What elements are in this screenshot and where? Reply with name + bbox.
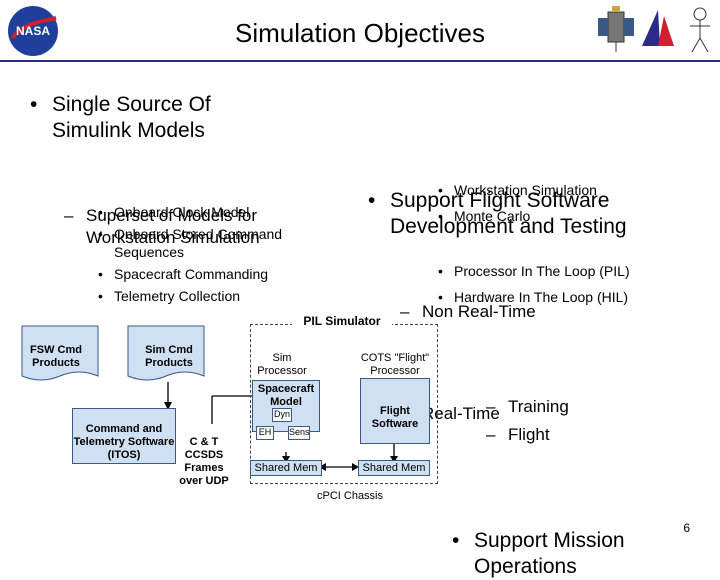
sens-box: Sens	[288, 426, 310, 440]
rt-item: •Hardware In The Loop (HIL)	[438, 289, 629, 305]
right-bullet: •Support Flight Software Development and…	[368, 189, 627, 238]
nrt-items: •Workstation Simulation •Monte Carlo	[438, 181, 678, 225]
mission-logo-icon	[638, 6, 678, 50]
arrow-head	[319, 463, 326, 471]
satellite-icon	[596, 4, 636, 54]
fsw-doc-shape	[21, 325, 99, 381]
nasa-logo: NASA	[6, 4, 60, 58]
person-sketch-icon	[684, 4, 716, 56]
left-item: •Telemetry Collection	[98, 288, 241, 304]
eh-box: EH	[256, 426, 274, 440]
left-item: •Onboard Clock Model	[98, 204, 250, 220]
mission-bullet-text: Support Mission Operations	[474, 529, 625, 578]
fsw-cmd-products: FSW Cmd Products	[30, 344, 82, 369]
mission-items: –Training –Flight	[486, 396, 636, 446]
cpci-chassis-label: cPCI Chassis	[316, 490, 384, 502]
pil-simulator-title: PIL Simulator	[292, 314, 392, 328]
shared-mem-left: Shared Mem	[250, 460, 322, 476]
spacecraft-model-label: Spacecraft Model	[257, 383, 315, 408]
ct-frames-label: C & T CCSDS Frames over UDP	[179, 436, 229, 487]
simcmd-doc-shape	[127, 325, 205, 381]
itos-label: Command and Telemetry Software (ITOS)	[73, 423, 175, 461]
rt-items: •Processor In The Loop (PIL) •Hardware I…	[438, 262, 698, 306]
shared-mem-right: Shared Mem	[358, 460, 430, 476]
arrow-head	[282, 456, 290, 463]
nasa-logo-text: NASA	[16, 24, 50, 38]
left-item: •Spacecraft Commanding	[98, 266, 269, 282]
left-items: •Onboard Clock Model •Onboard Stored Com…	[98, 203, 308, 305]
flight-software-box: Flight Software	[360, 378, 430, 444]
arrow-head	[390, 456, 398, 463]
left-sub: –Superset of Models for Workstation Simu…	[64, 206, 260, 247]
mission-item: –Flight	[486, 425, 550, 444]
diagram-shapes	[21, 325, 398, 471]
title-rule	[0, 60, 720, 62]
itos-box: Command and Telemetry Software (ITOS)	[72, 408, 176, 464]
spacecraft-model-box: Spacecraft Model	[252, 380, 320, 432]
left-bullet: •Single Source Of Simulink Models	[30, 93, 211, 142]
non-real-time: –Non Real-Time	[400, 302, 536, 321]
sim-processor-label: Sim Processor	[257, 352, 307, 377]
page-number: 6	[683, 521, 690, 535]
nrt-item: •Monte Carlo	[438, 208, 531, 224]
sim-cmd-products: Sim Cmd Products	[145, 344, 193, 369]
dyn-box: Dyn	[272, 408, 292, 422]
arrow-head	[352, 463, 359, 471]
left-sub-text: Superset of Models for Workstation Simul…	[86, 206, 260, 247]
nrt-item: •Workstation Simulation	[438, 182, 597, 198]
right-bullet-text: Support Flight Software Development and …	[390, 189, 627, 238]
arrow-head	[164, 402, 172, 410]
rt-item: •Processor In The Loop (PIL)	[438, 263, 630, 279]
page-title: Simulation Objectives	[235, 18, 485, 48]
left-item: •Onboard Stored Command Sequences	[98, 226, 283, 260]
flight-software-label: Flight Software	[371, 405, 419, 430]
mission-item: –Training	[486, 397, 569, 416]
mission-bullet: •Support Mission Operations	[452, 529, 625, 578]
left-bullet-text: Single Source Of Simulink Models	[52, 93, 211, 142]
cots-processor-label: COTS "Flight" Processor	[360, 352, 430, 377]
